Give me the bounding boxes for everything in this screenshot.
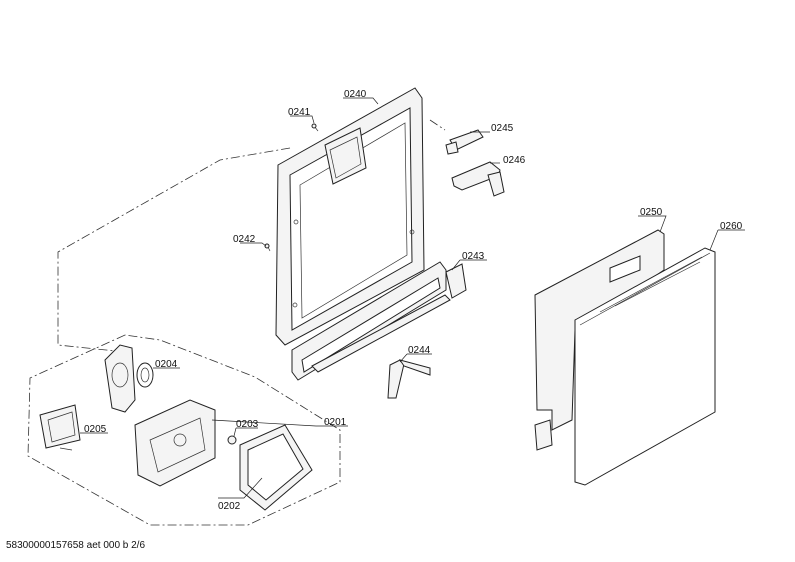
- insulation-panel: [534, 229, 665, 451]
- label-0202: 0202: [218, 501, 241, 512]
- label-0204: 0204: [155, 359, 178, 370]
- leader-0260: [709, 229, 745, 251]
- screw-part: [311, 123, 319, 132]
- seal-frame: [239, 424, 313, 511]
- leader-0241: [290, 115, 315, 124]
- detergent-dispenser: [134, 399, 216, 487]
- control-panel-plate: [39, 404, 81, 451]
- leader-0202: [218, 477, 263, 499]
- assembly-outline-top: [429, 119, 446, 131]
- label-0246: 0246: [503, 155, 526, 166]
- leader-0203: [233, 427, 258, 437]
- leader-0201: [211, 419, 348, 427]
- label-0244: 0244: [408, 345, 431, 356]
- leader-0242: [240, 242, 267, 247]
- label-0205: 0205: [84, 424, 107, 435]
- label-0201: 0201: [324, 417, 347, 428]
- leader-0244: [399, 353, 432, 363]
- label-0242: 0242: [233, 234, 256, 245]
- assembly-outline-inner-door: [57, 147, 291, 353]
- label-0241: 0241: [288, 107, 311, 118]
- screw-part-2: [264, 243, 271, 252]
- label-0243: 0243: [462, 251, 485, 262]
- label-0260: 0260: [720, 221, 743, 232]
- drawing-reference: 58300000157658 aet 000 b 2/6: [6, 540, 146, 551]
- label-0250: 0250: [640, 207, 663, 218]
- detergent-cover: [104, 344, 154, 413]
- outer-door-panel: [574, 247, 716, 486]
- label-0245: 0245: [491, 123, 514, 134]
- hinge-bracket: [451, 161, 505, 197]
- small-knob: [227, 435, 237, 445]
- bottom-rail-seal: [291, 261, 467, 381]
- assembly-outline-control-module: [27, 334, 341, 526]
- leader-0243: [451, 259, 487, 271]
- leader-0250: [638, 215, 667, 233]
- leader-0240: [343, 97, 379, 105]
- label-0240: 0240: [344, 89, 367, 100]
- label-0203: 0203: [236, 419, 259, 430]
- hinge-part-upper: [445, 129, 484, 155]
- inner-door-frame: [275, 87, 425, 346]
- angle-bracket: [387, 359, 431, 399]
